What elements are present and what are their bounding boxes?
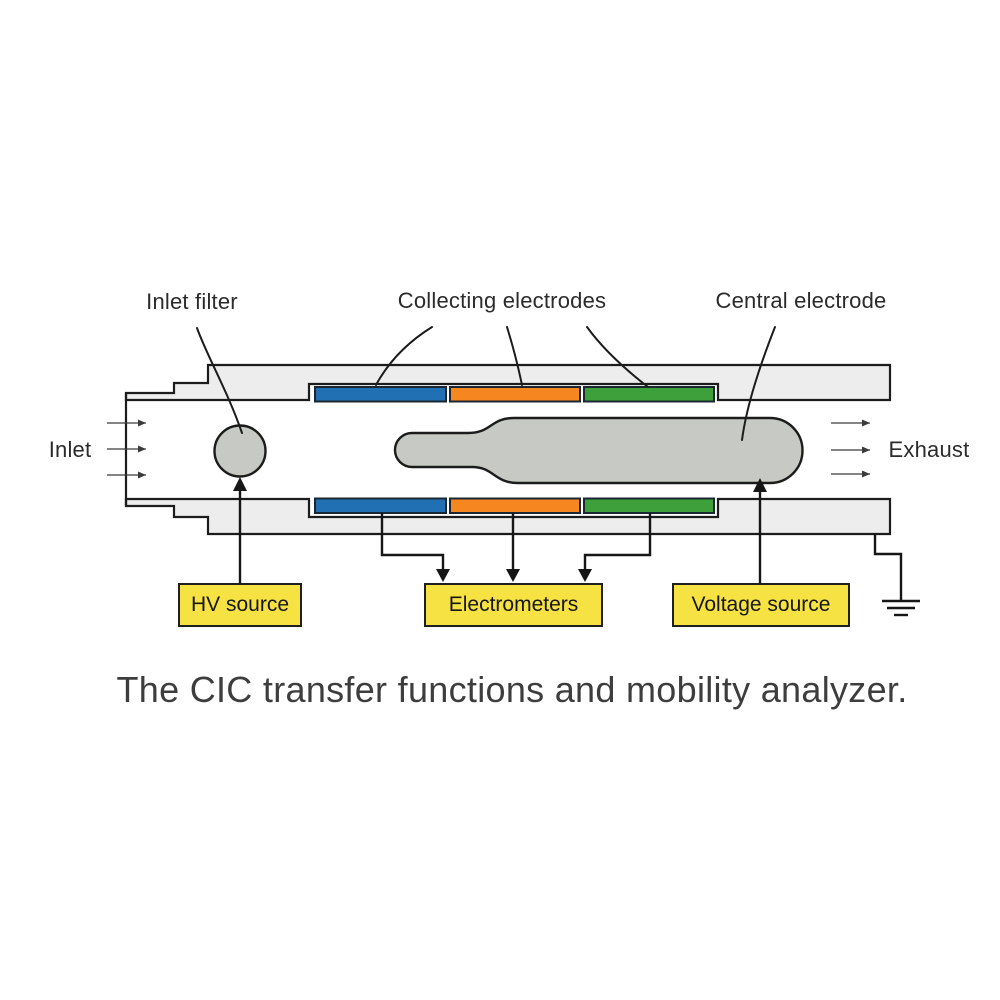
earth-ground-icon [873, 534, 920, 617]
outer-tube-top-wall [124, 363, 892, 402]
electrometers-box-label: Electrometers [448, 593, 579, 616]
collecting-leader-orange [506, 326, 523, 386]
inlet-filter-leader [196, 327, 243, 434]
electrometers-box: Electrometers [424, 583, 603, 627]
inlet-filter-label: Inlet filter [146, 289, 238, 314]
collecting-electrodes-label: Collecting electrodes [397, 288, 607, 313]
central-electrode-leader [741, 326, 776, 441]
electrometer-wire-green [583, 513, 652, 569]
inlet-flow-arrows [107, 419, 146, 479]
hv-source-box-label: HV source [190, 593, 290, 616]
exhaust-label: Exhaust [888, 437, 970, 462]
collecting-leader-green [586, 326, 649, 388]
hv-arrowhead [233, 477, 247, 491]
exhaust-flow-arrows [831, 419, 870, 478]
electrometer-wire-blue [380, 513, 445, 569]
electrometer-arrowhead-blue [436, 569, 450, 582]
outer-tube-bottom-wall [124, 497, 892, 536]
collecting-leader-blue [375, 326, 433, 386]
figure-caption: The CIC transfer functions and mobility … [116, 669, 908, 710]
collecting-electrode-green-top [583, 386, 715, 403]
collecting-electrode-orange-top [449, 386, 581, 403]
hv-source-box: HV source [178, 583, 302, 627]
electrometer-arrowhead-orange [506, 569, 520, 582]
central-electrode-shape [393, 416, 804, 485]
electrometer-arrowhead-green [578, 569, 592, 582]
inlet-filter-shape [213, 424, 267, 478]
voltage-source-box-label: Voltage source [691, 593, 831, 616]
voltage-arrowhead [753, 478, 767, 492]
collecting-electrode-blue-top [314, 386, 447, 403]
collecting-electrode-blue-bottom [314, 497, 447, 514]
voltage-source-box: Voltage source [672, 583, 850, 627]
central-electrode-label: Central electrode [715, 288, 887, 313]
collecting-electrode-green-bottom [583, 497, 715, 514]
collecting-electrode-orange-bottom [449, 497, 581, 514]
inlet-label: Inlet [48, 437, 92, 462]
